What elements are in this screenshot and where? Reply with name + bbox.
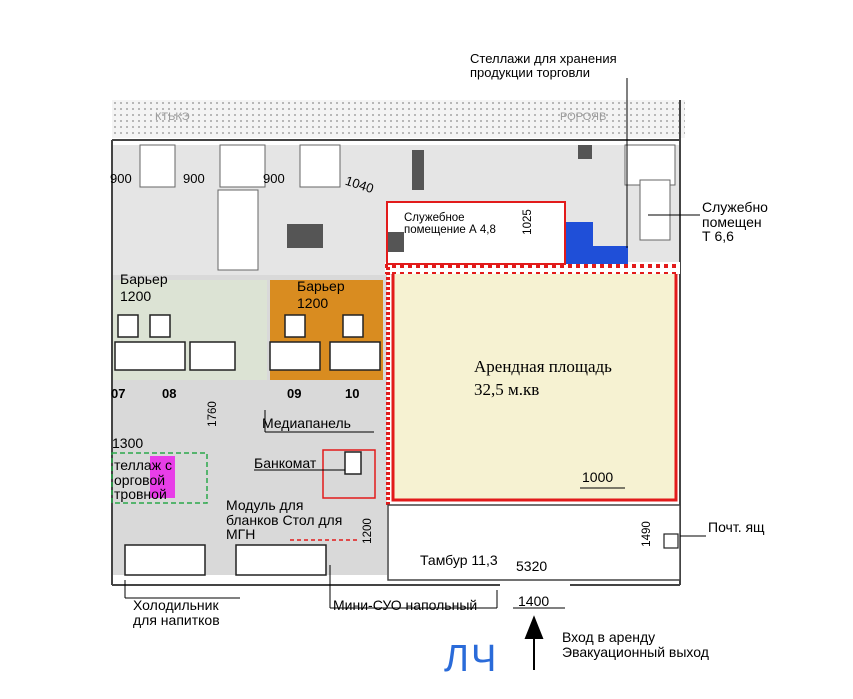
window-08: 08: [162, 386, 177, 401]
leader-lines: [124, 78, 706, 609]
window-10: 10: [345, 386, 360, 401]
entrance-label: Вход в аренду Эвакуационный выход: [562, 629, 709, 660]
dim-5320: 5320: [516, 558, 548, 574]
atm-red-frame: [322, 449, 376, 499]
barrier-right-dim: 1200: [297, 295, 329, 311]
storage-racks-label: Стеллажи для хранения продукции торговли: [470, 51, 617, 80]
service-room-a: [386, 201, 566, 265]
back-racks: [139, 144, 676, 271]
outer-walls: [111, 100, 681, 586]
entrance-arrow: [524, 615, 544, 670]
rental-area-title: Арендная площадь: [474, 357, 612, 376]
teller-desks: [114, 314, 381, 371]
rental-area-size: 32,5 м.кв: [474, 380, 540, 399]
module-desk: [235, 544, 327, 576]
atm-label: Банкомат: [254, 455, 317, 471]
window-07: 07: [111, 386, 126, 401]
lch-label: ЛЧ: [444, 638, 499, 680]
window-09: 09: [287, 386, 302, 401]
atm-box: [344, 451, 362, 475]
dim-1000: 1000: [582, 469, 614, 485]
dim-top-3: 900: [263, 171, 285, 186]
dim-top-1: 900: [110, 171, 132, 186]
service-room-a-label: Служебное помещение А 4,8: [404, 212, 496, 237]
dim-1760: 1760: [206, 401, 219, 427]
media-panel-label: Медиапанель: [262, 415, 351, 431]
mini-suo-label: Мини-СУО напольный: [333, 597, 478, 613]
back-column-3: [578, 145, 592, 159]
back-column-2: [412, 150, 424, 190]
dim-1300: 1300: [112, 435, 144, 451]
magenta-rack: [150, 456, 175, 498]
post-box: [663, 533, 679, 549]
service-room-a-column: [388, 232, 404, 252]
module-label: Модуль для бланков Стол для МГН: [226, 497, 343, 543]
vestibule: [387, 504, 681, 581]
barrier-left-label: Барьер: [120, 271, 168, 287]
barrier-right-label: Барьер: [297, 278, 345, 294]
dim-1400: 1400: [518, 593, 550, 609]
fridge-label: Холодильник для напитков: [133, 597, 220, 628]
rental-area: [391, 270, 678, 502]
top-strip-text-left: КТЬКЭ: [155, 111, 190, 123]
dim-1490: 1490: [640, 521, 653, 547]
service-room-a-dim: 1025: [521, 209, 534, 235]
left-rack-label: теллаж с орговой тровной: [114, 457, 172, 503]
left-rack-zone: [111, 452, 208, 504]
blue-equipment: [566, 222, 628, 264]
dim-1200-vert: 1200: [361, 518, 374, 544]
top-strip-text-right: РОРОЯВ: [560, 111, 606, 123]
top-hatched-strip: [112, 100, 685, 138]
post-box-label: Почт. ящ: [708, 519, 765, 535]
barrier-left-dim: 1200: [120, 288, 152, 304]
service-room-t-label: Служебно помещен Т 6,6: [702, 199, 768, 245]
dim-top-2: 900: [183, 171, 205, 186]
back-column-1: [287, 224, 323, 248]
tambour-label: Тамбур 11,3: [420, 552, 498, 568]
fridge-box: [124, 544, 206, 576]
